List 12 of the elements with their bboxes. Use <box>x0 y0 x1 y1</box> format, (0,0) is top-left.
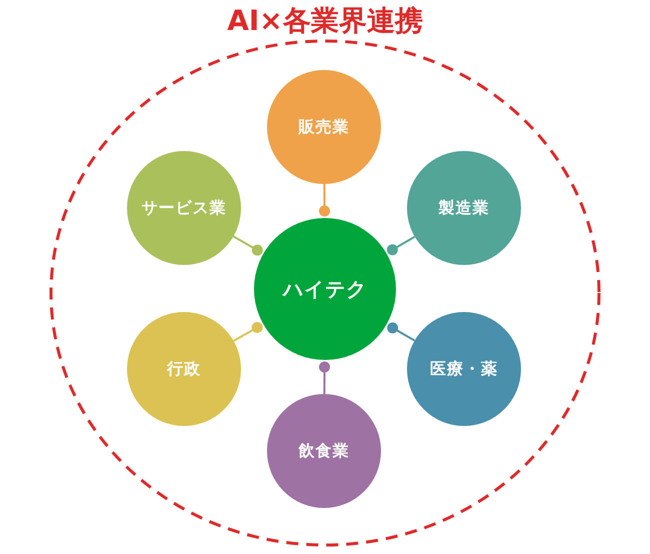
connector-line <box>319 362 330 394</box>
circle-label: 製造業 <box>438 198 490 218</box>
circle-label: 飲食業 <box>298 440 350 462</box>
connector-line <box>319 184 330 216</box>
connector-line <box>386 236 416 256</box>
circle-label: 販売業 <box>298 116 350 138</box>
circle-label: 行政 <box>167 358 201 380</box>
circle-label: 医療・薬 <box>430 358 498 380</box>
connector-line <box>232 236 263 256</box>
connector-line <box>387 322 416 342</box>
circle-label: ハイテク <box>283 276 367 302</box>
circle-label: サービス業 <box>142 198 226 218</box>
